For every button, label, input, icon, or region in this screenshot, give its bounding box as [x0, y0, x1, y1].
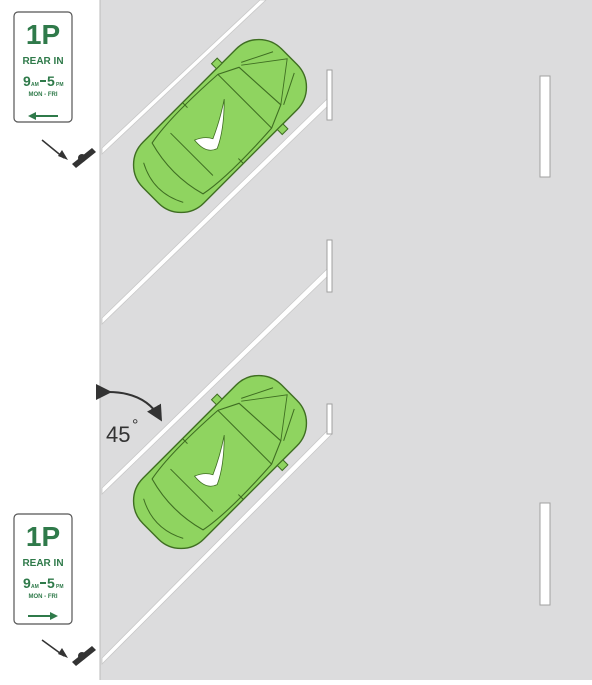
sign-pm: PM [56, 82, 64, 88]
sign-hour-start: 9 [23, 575, 31, 591]
sign-hour-end: 5 [47, 575, 55, 591]
angle-arc-icon [95, 383, 163, 422]
sign-pm: PM [56, 584, 64, 590]
right-arrow [28, 612, 58, 620]
left-arrow [28, 112, 58, 120]
sign-restriction: REAR IN [22, 558, 63, 569]
sign-parking: 1P [26, 19, 60, 50]
sign-pole-icon [72, 646, 96, 666]
lane-dividers [539, 75, 551, 606]
sign-am: AM [31, 82, 39, 88]
sign-days: MON - FRI [29, 92, 58, 98]
bay-lines [101, 0, 333, 665]
sign-restriction: REAR IN [22, 56, 63, 67]
sign-days: MON - FRI [29, 594, 58, 600]
bay-end-marks [326, 69, 333, 435]
sign-parking: 1P [26, 521, 60, 552]
sign-pole-icon [72, 148, 96, 168]
sign-am: AM [31, 584, 39, 590]
parking-sign-lower: 1P REAR IN 9 AM 5 PM MON - FRI [13, 513, 73, 625]
sign-hour-start: 9 [23, 73, 31, 89]
angle-degree: ° [132, 417, 138, 434]
parking-sign-upper: 1P REAR IN 9 AM 5 PM MON - FRI [13, 11, 73, 123]
angle-label: 45 [106, 422, 130, 447]
sign-hour-end: 5 [47, 73, 55, 89]
road-surface [100, 0, 592, 680]
